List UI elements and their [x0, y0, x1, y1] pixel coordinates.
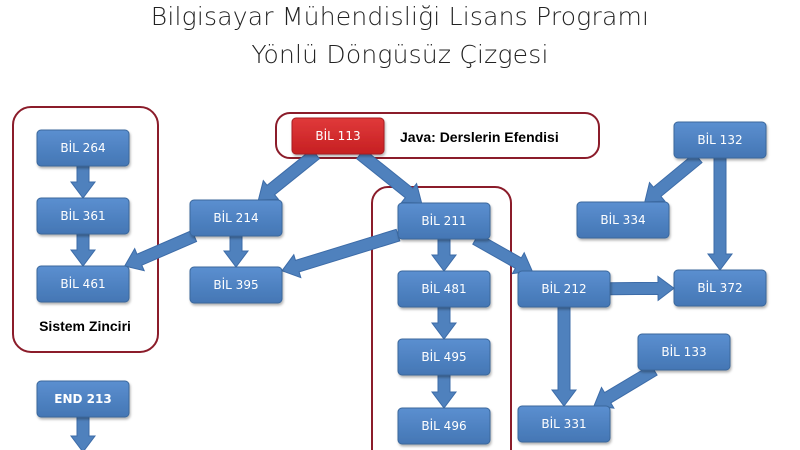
- edge-bil212-to-bil331: [551, 306, 577, 407]
- node-label-bil211: BİL 211: [421, 213, 466, 228]
- node-label-bil372: BİL 372: [697, 280, 742, 295]
- node-bil395: BİL 395: [189, 266, 283, 304]
- node-bil334: BİL 334: [576, 201, 670, 239]
- node-label-bil264: BİL 264: [60, 140, 105, 155]
- edge-bil264-to-bil361: [70, 165, 96, 199]
- edge-bil211-to-bil481: [431, 238, 457, 272]
- group-sistem: [12, 106, 159, 353]
- node-bil214: BİL 214: [189, 199, 283, 237]
- node-label-bil132: BİL 132: [697, 132, 742, 147]
- node-box-bil132: [673, 121, 767, 159]
- node-label-bil461: BİL 461: [60, 276, 105, 291]
- node-bil113: BİL 113: [291, 117, 385, 155]
- node-bil264: BİL 264: [36, 129, 130, 167]
- edge-bil361-to-bil461: [70, 233, 96, 267]
- node-label-bil395: BİL 395: [213, 277, 258, 292]
- node-bil361: BİL 361: [36, 197, 130, 235]
- node-label-bil113: BİL 113: [315, 128, 360, 143]
- edge-bil132-to-bil372: [707, 157, 733, 271]
- node-box-bil395: [189, 266, 283, 304]
- edge-bil211-to-bil212: [472, 233, 533, 275]
- edge-bil214-to-bil461: [123, 229, 198, 272]
- node-label-bil495: BİL 495: [421, 349, 466, 364]
- node-bil331: BİL 331: [517, 405, 611, 443]
- node-label-bil212: BİL 212: [541, 281, 586, 296]
- edge-bil133-to-bil331: [593, 364, 658, 409]
- node-box-bil496: [397, 407, 491, 445]
- node-label-bil481: BİL 481: [421, 281, 466, 296]
- edge-bil214-to-bil395: [223, 235, 249, 268]
- edge-bil481-to-bil495: [431, 306, 457, 340]
- group-middle: [371, 186, 512, 450]
- diagram-title-line1: Bilgisayar Mühendisliği Lisans Programı: [150, 2, 650, 31]
- node-box-bil264: [36, 129, 130, 167]
- node-box-bil214: [189, 199, 283, 237]
- group-java: [275, 112, 600, 159]
- node-box-bil361: [36, 197, 130, 235]
- node-bil481: BİL 481: [397, 270, 491, 308]
- node-bil133: BİL 133: [637, 333, 731, 371]
- node-box-bil113: [291, 117, 385, 155]
- node-bil132: BİL 132: [673, 121, 767, 159]
- group-label-sistem: Sistem Zinciri: [39, 318, 131, 334]
- edge-bil113-to-bil214: [257, 148, 321, 201]
- edge-end213-to-offpage: [70, 416, 96, 450]
- node-label-bil496: BİL 496: [421, 418, 466, 433]
- node-bil212: BİL 212: [517, 270, 611, 308]
- node-box-end213: [36, 380, 130, 418]
- node-label-bil133: BİL 133: [661, 344, 706, 359]
- node-box-bil372: [673, 269, 767, 307]
- node-box-bil331: [517, 405, 611, 443]
- node-bil496: BİL 496: [397, 407, 491, 445]
- node-label-bil361: BİL 361: [60, 208, 105, 223]
- node-box-bil334: [576, 201, 670, 239]
- node-label-bil214: BİL 214: [213, 210, 258, 225]
- diagram-title-line2: Yönlü Döngüsüz Çizgesi: [251, 40, 549, 69]
- node-box-bil481: [397, 270, 491, 308]
- node-box-bil211: [397, 202, 491, 240]
- node-bil211: BİL 211: [397, 202, 491, 240]
- edge-bil212-to-bil372: [609, 275, 675, 302]
- node-end213: END 213: [36, 380, 130, 418]
- node-label-bil334: BİL 334: [600, 212, 645, 227]
- node-bil461: BİL 461: [36, 265, 130, 303]
- node-bil495: BİL 495: [397, 338, 491, 376]
- node-bil372: BİL 372: [673, 269, 767, 307]
- edge-bil132-to-bil334: [644, 152, 703, 203]
- node-box-bil212: [517, 270, 611, 308]
- node-box-bil495: [397, 338, 491, 376]
- node-label-bil331: BİL 331: [541, 416, 586, 431]
- node-label-end213: END 213: [54, 392, 111, 406]
- group-label-java: Java: Derslerin Efendisi: [400, 129, 559, 145]
- edge-bil113-to-bil211: [355, 148, 423, 204]
- edge-bil211-to-bil395: [281, 228, 401, 279]
- node-box-bil133: [637, 333, 731, 371]
- edge-bil495-to-bil496: [431, 374, 457, 409]
- node-box-bil461: [36, 265, 130, 303]
